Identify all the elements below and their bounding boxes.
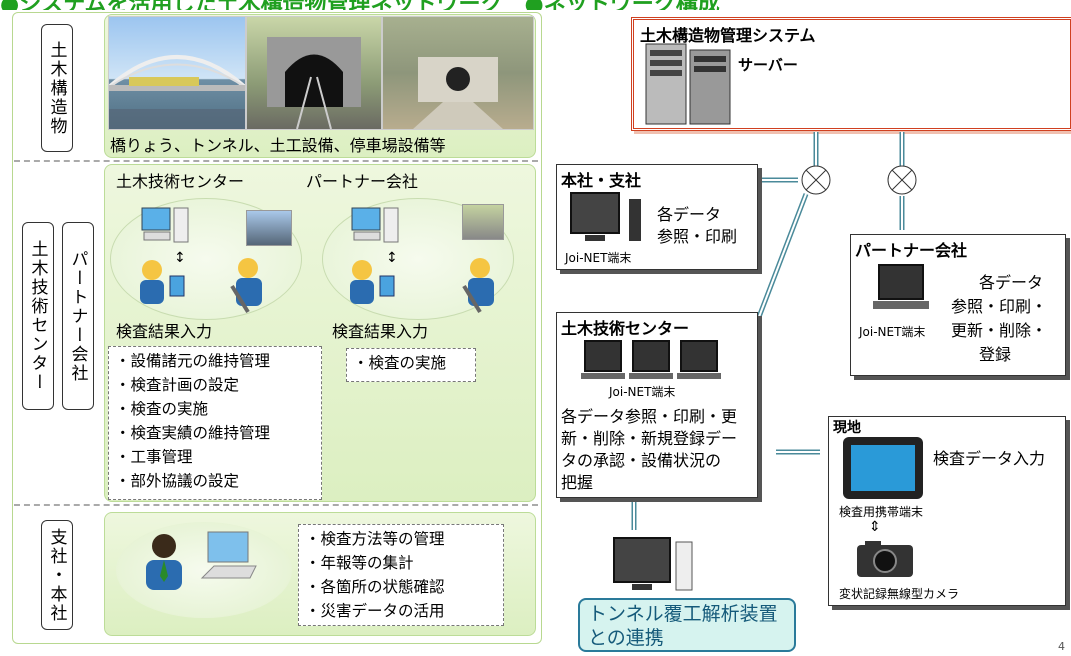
culvert-thumbnail: [462, 204, 504, 240]
manager-icon: [136, 530, 192, 598]
center-desc: タの承認・設備状況の: [561, 451, 722, 470]
partner-box: パートナー会社 Joi-NET端末 各データ 参照・印刷・ 更新・削除・ 登録: [850, 234, 1066, 376]
list-item: ・年報等の集計: [305, 554, 414, 572]
field-input-label: 検査データ入力: [933, 449, 1046, 468]
branch-task-list: ・検査方法等の管理 ・年報等の集計 ・各箇所の状態確認 ・災害データの活用: [298, 524, 504, 626]
partner-desc: 登録: [979, 345, 1012, 364]
branch-circle: [116, 522, 292, 618]
label-branch: 支社・本社: [41, 520, 73, 630]
tunnel-link-text: トンネル覆工解析装置: [588, 603, 778, 625]
network-hub-icon: [802, 166, 830, 194]
center-desc: 把握: [561, 473, 594, 492]
partner-input-label: 検査結果入力: [332, 322, 429, 341]
list-item: ・検査方法等の管理: [305, 530, 445, 548]
partner-desc: 更新・削除・: [951, 321, 1048, 340]
list-item: ・検査実績の維持管理: [115, 424, 271, 442]
network-lines: [631, 132, 917, 530]
label-center: 土木技術センター: [22, 222, 54, 410]
structures-caption: 橋りょう、トンネル、土工設備、停車場設備等: [110, 136, 446, 155]
tunnel-link-callout: トンネル覆工解析装置 との連携: [578, 598, 796, 652]
worker-wrench-icon: [460, 256, 500, 320]
label-structures: 土木構造物: [41, 24, 73, 152]
center-desc: 各データ参照・印刷・更: [561, 407, 738, 426]
hq-title: 本社・支社: [561, 171, 642, 190]
camera-label: 変状記録無線型カメラ: [839, 587, 960, 601]
camera-icon: [855, 539, 915, 583]
center-box: 土木技術センター Joi-NET端末 各データ参照・印刷・更 新・削除・新規登録…: [556, 312, 758, 498]
device-label: 検査用携帯端末: [839, 505, 924, 519]
partner-heading: パートナー会社: [306, 172, 419, 191]
list-item: ・検査計画の設定: [115, 376, 240, 394]
list-item: ・検査の実施: [353, 354, 447, 372]
section-divider: [14, 504, 538, 506]
hq-desc: 参照・印刷: [657, 227, 738, 246]
pc-icon: [350, 206, 402, 250]
center-input-label: 検査結果入力: [116, 322, 213, 341]
worker-wrench-icon: [228, 256, 268, 320]
label-partner: パートナー会社: [62, 222, 94, 410]
sync-arrow-icon: ↕: [174, 250, 186, 266]
sync-arrow-icon: ⇕: [869, 519, 881, 535]
tunnel-photo: [246, 16, 382, 130]
server-label: サーバー: [738, 56, 798, 74]
page-number: 4: [1058, 640, 1065, 653]
center-task-list: ・設備諸元の維持管理 ・検査計画の設定 ・検査の実施 ・検査実績の維持管理 ・工…: [108, 346, 322, 500]
partner-desc: 各データ: [979, 273, 1044, 292]
pc-icon: [200, 530, 260, 588]
page-title: ●システムを活用した土木構造物管理ネットワーク ●ネットワーク構成: [0, 0, 1071, 10]
tablet-icon: [841, 435, 925, 505]
partner-terminal-label: Joi-NET端末: [859, 325, 926, 339]
field-box: 現地 検査データ入力 検査用携帯端末 ⇕ 変状記録無線型カメラ: [828, 416, 1066, 606]
center-title: 土木技術センター: [561, 319, 690, 338]
list-item: ・検査の実施: [115, 400, 209, 418]
center-desc: 新・削除・新規登録デー: [561, 429, 738, 448]
bridge-thumbnail: [246, 210, 292, 246]
pc-icon: [140, 206, 192, 250]
hq-box: 本社・支社 各データ 参照・印刷 Joi-NET端末: [556, 164, 758, 270]
center-heading: 土木技術センター: [116, 172, 245, 191]
system-title: 土木構造物管理システム: [640, 26, 816, 45]
list-item: ・設備諸元の維持管理: [115, 352, 271, 370]
server-icon: [644, 42, 736, 130]
hq-terminal-label: Joi-NET端末: [565, 251, 632, 265]
partner-title: パートナー会社: [855, 241, 968, 260]
partner-desc: 参照・印刷・: [951, 297, 1048, 316]
list-item: ・工事管理: [115, 448, 193, 466]
field-title: 現地: [833, 420, 861, 436]
hq-desc: 各データ: [657, 205, 722, 224]
monitor-icon: [612, 536, 696, 596]
bridge-photo: [108, 16, 246, 130]
worker-icon: [344, 256, 404, 310]
list-item: ・各箇所の状態確認: [305, 578, 445, 596]
center-terminal-label: Joi-NET端末: [609, 385, 676, 399]
laptop-icon: [873, 263, 933, 317]
tunnel-link-text: との連携: [588, 627, 664, 649]
culvert-photo: [382, 16, 534, 130]
list-item: ・部外協議の設定: [115, 472, 240, 490]
system-box: 土木構造物管理システム サーバー: [631, 17, 1071, 131]
list-item: ・災害データの活用: [305, 602, 445, 620]
monitor-icon: [569, 191, 645, 249]
section-divider: [14, 160, 538, 162]
worker-icon: [134, 256, 194, 310]
network-hub-icon: [888, 166, 916, 194]
laptop-icon: [581, 339, 721, 387]
partner-task-list: ・検査の実施: [346, 348, 476, 382]
sync-arrow-icon: ↕: [386, 250, 398, 266]
